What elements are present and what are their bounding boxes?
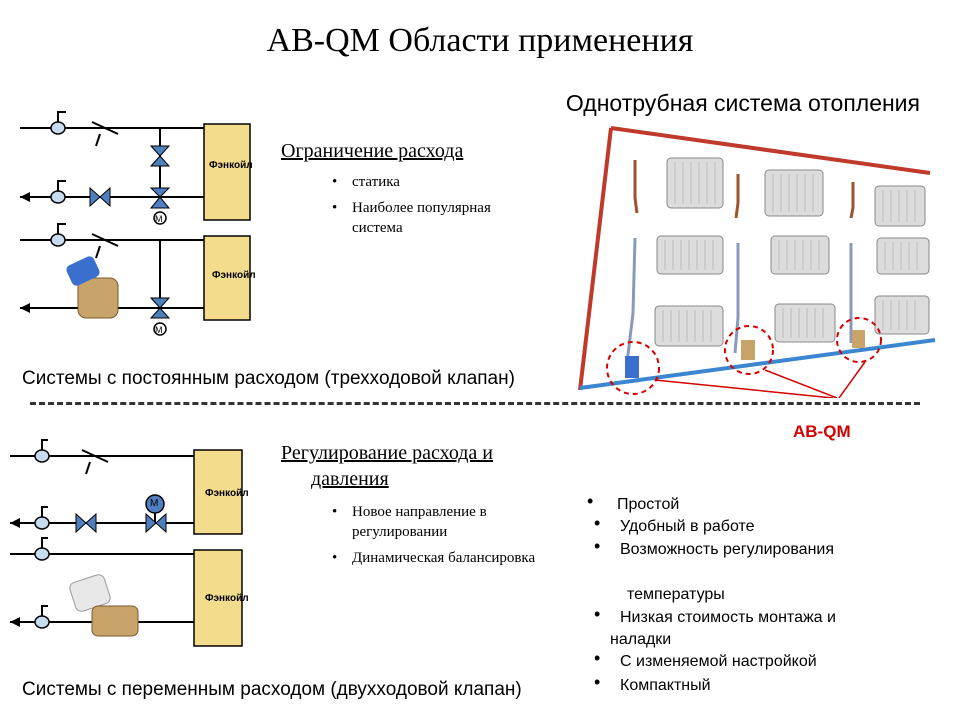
fancoil-label: Фэнкойл <box>209 160 253 171</box>
fancoil-label: Фэнкойл <box>205 488 249 499</box>
constant-flow-caption: Системы с постоянным расходом (трехходов… <box>22 368 515 389</box>
feature-item: •Простой <box>587 491 680 513</box>
fancoil-label: Фэнкойл <box>205 593 249 604</box>
feature-item: •Низкая стоимость монтажа и <box>594 604 836 626</box>
abqm-valve-marker <box>836 317 882 363</box>
abqm-valve-marker <box>606 341 660 395</box>
flow-pressure-heading-continued: давления <box>311 468 389 490</box>
bullet-item: •Новое направление в <box>332 504 487 520</box>
abqm-actuator-valve-photo <box>69 574 139 637</box>
section-divider <box>30 402 920 405</box>
abqm-valve-marker <box>724 325 774 375</box>
constant-flow-schematic: M M <box>20 111 251 336</box>
bullet-item-continued: система <box>352 220 403 236</box>
one-pipe-system-title: Однотрубная система отопления <box>565 90 920 116</box>
one-pipe-diagram <box>578 126 936 398</box>
motor-label: M <box>150 498 159 509</box>
svg-text:M: M <box>155 325 163 335</box>
fancoil-label: Фэнкойл <box>212 270 256 281</box>
bullet-item-continued: регулировании <box>352 524 448 540</box>
page-title: AB-QM Области применения <box>266 22 694 59</box>
feature-item-continued: наладки <box>610 631 672 648</box>
bullet-item: •Наиболее популярная <box>332 200 491 216</box>
feature-item: •Удобный в работе <box>594 513 755 535</box>
flow-limit-heading: Ограничение расхода <box>281 140 464 162</box>
bullet-item: •статика <box>332 174 400 190</box>
variable-flow-schematic <box>10 439 243 647</box>
abqm-valve-photo <box>66 256 119 319</box>
bullet-item: •Динамическая балансировка <box>332 550 536 566</box>
variable-flow-caption: Системы с переменным расходом (двухходов… <box>22 679 522 700</box>
feature-item: •Возможность регулирования <box>594 536 834 558</box>
svg-text:M: M <box>155 214 163 224</box>
abqm-label: AB-QM <box>793 422 851 441</box>
feature-item: •Компактный <box>594 672 711 694</box>
flow-pressure-heading: Регулирование расхода и <box>281 442 493 464</box>
feature-item-continued: температуры <box>627 586 725 603</box>
feature-item: •С изменяемой настройкой <box>594 648 817 670</box>
